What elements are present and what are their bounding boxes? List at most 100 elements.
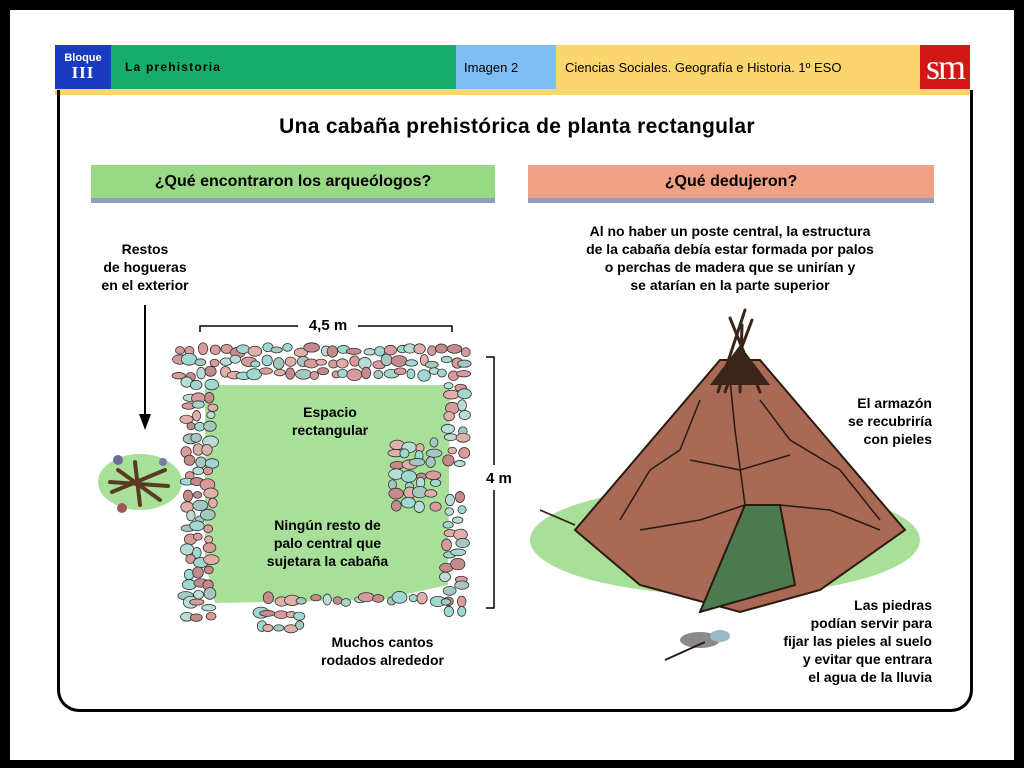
- stone: [430, 478, 442, 487]
- header-underline: [55, 89, 970, 95]
- stone: [380, 353, 393, 367]
- stone: [399, 448, 410, 459]
- stone: [361, 366, 372, 380]
- stone: [295, 368, 312, 380]
- heading-deduced: ¿Qué dedujeron?: [528, 165, 934, 203]
- stone: [391, 591, 408, 604]
- stone: [204, 378, 219, 391]
- stone: [425, 456, 436, 468]
- stone: [443, 382, 454, 390]
- stone-border: [171, 342, 472, 634]
- stone: [393, 367, 407, 376]
- stone: [457, 388, 472, 400]
- stone: [203, 565, 214, 575]
- stone: [171, 372, 186, 380]
- stone: [322, 593, 332, 606]
- heading-found: ¿Qué encontraron los arqueólogos?: [91, 165, 495, 203]
- stone: [189, 613, 203, 622]
- stone: [273, 624, 285, 632]
- label-width: 4,5 m: [308, 317, 348, 334]
- stone: [455, 537, 470, 549]
- stone: [457, 606, 467, 617]
- stone: [285, 367, 296, 380]
- stone: [186, 509, 196, 522]
- stone: [454, 491, 465, 503]
- stone: [443, 433, 458, 441]
- stone: [192, 466, 205, 476]
- stone: [455, 432, 471, 443]
- stone: [180, 352, 198, 366]
- course-title: Ciencias Sociales. Geografía e Historia.…: [556, 45, 920, 89]
- stone: [200, 508, 216, 521]
- stone: [189, 520, 205, 532]
- stone: [439, 571, 451, 583]
- stone: [192, 532, 203, 541]
- stone: [203, 554, 220, 565]
- stone: [442, 521, 454, 529]
- stone: [383, 344, 397, 356]
- stone: [413, 500, 425, 513]
- stone: [429, 437, 439, 448]
- stone: [270, 346, 283, 354]
- stone: [293, 611, 306, 621]
- stone: [425, 448, 443, 458]
- stone: [454, 580, 470, 590]
- stone: [203, 587, 217, 600]
- stone: [460, 347, 471, 358]
- stone: [445, 493, 455, 507]
- stone: [189, 598, 205, 606]
- stone: [405, 359, 418, 367]
- bloque-badge: Bloque III: [55, 45, 111, 89]
- label-height: 4 m: [486, 470, 512, 487]
- stone: [197, 342, 209, 356]
- stone: [440, 423, 455, 434]
- stone: [190, 432, 202, 443]
- stone: [204, 391, 215, 404]
- stone: [427, 345, 437, 356]
- stone: [457, 505, 467, 515]
- stone: [246, 368, 262, 381]
- stone: [201, 604, 217, 612]
- stone: [191, 400, 205, 409]
- stone: [247, 345, 263, 357]
- stone: [340, 598, 352, 607]
- stone: [457, 359, 472, 368]
- stone: [450, 548, 467, 557]
- stone: [417, 369, 431, 382]
- stone: [236, 344, 250, 354]
- arrow-head-icon: [139, 414, 151, 430]
- bloque-label: Bloque: [64, 52, 102, 64]
- stone: [310, 594, 322, 602]
- hut-drawing: [539, 308, 907, 661]
- label-hogueras: Restos de hogueras en el exterior: [101, 241, 189, 293]
- stone: [282, 343, 293, 352]
- label-piedras: Las piedras podían servir para fijar las…: [783, 597, 932, 685]
- stone: [303, 342, 320, 353]
- stone: [202, 466, 214, 476]
- stone: [259, 609, 276, 617]
- stone: [336, 358, 349, 369]
- stone: [315, 358, 327, 366]
- stone: [452, 516, 464, 524]
- stone: [317, 367, 330, 376]
- stone: [261, 354, 273, 367]
- stone: [194, 358, 207, 367]
- stone: [180, 543, 195, 556]
- topic-title: La prehistoria: [111, 45, 456, 89]
- stone: [440, 355, 453, 364]
- stone: [204, 365, 217, 377]
- stone: [442, 454, 455, 467]
- stone: [450, 557, 466, 571]
- stone: [209, 344, 221, 356]
- stone: [259, 367, 273, 375]
- stone: [203, 487, 219, 499]
- image-number: Imagen 2: [456, 45, 556, 89]
- stone: [390, 355, 408, 367]
- stone: [202, 542, 217, 554]
- stone: [179, 414, 194, 424]
- stone: [194, 421, 206, 432]
- stone: [175, 346, 185, 355]
- stone: [192, 491, 203, 499]
- stone: [183, 454, 196, 466]
- stone: [192, 499, 209, 511]
